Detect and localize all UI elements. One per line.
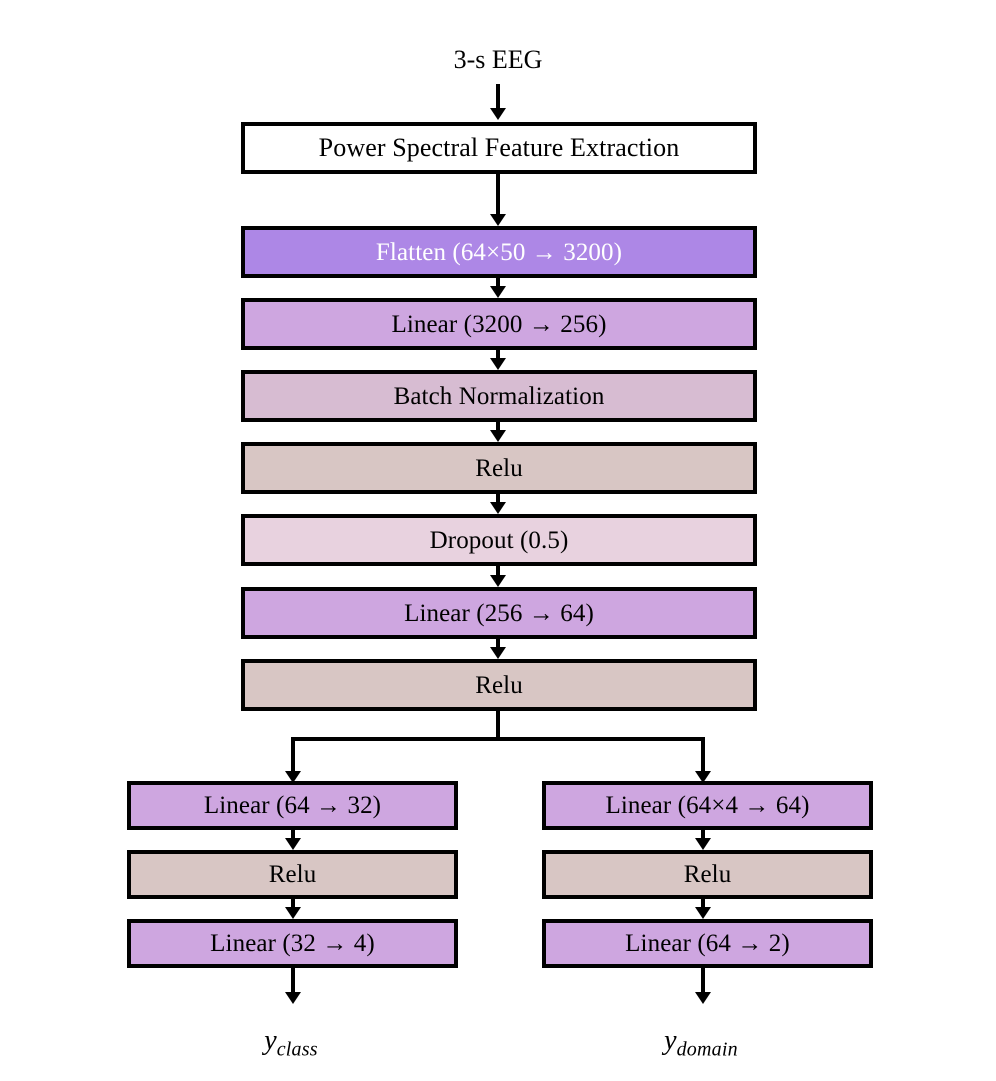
connector-split-stem (496, 711, 500, 739)
node-label: Power Spectral Feature Extraction (318, 133, 680, 162)
connector-linear1-to-batchnorm (496, 350, 500, 362)
output-label-y-class: yclass (191, 1027, 391, 1060)
node-dropout: Dropout (0.5) (241, 514, 757, 566)
connector-flatten-to-linear1 (496, 278, 500, 290)
arrowhead-linear1-to-batchnorm (490, 358, 506, 370)
node-relu-1: Relu (241, 442, 757, 494)
arrowhead-input-to-psd (490, 108, 506, 120)
output-subscript: domain (676, 1038, 738, 1061)
node-label: Linear (64 → 2) (625, 930, 790, 957)
node-right-linear-64-2: Linear (64 → 2) (542, 919, 873, 968)
arrowhead-split-right (695, 771, 711, 783)
output-label-y-domain: ydomain (601, 1027, 801, 1060)
connector-relu1-to-dropout (496, 494, 500, 506)
node-linear-3200-256: Linear (3200 → 256) (241, 298, 757, 350)
connector-psd-to-flatten (496, 174, 500, 216)
output-base-symbol: y (664, 1025, 677, 1056)
arrowhead-left-linear1-to-relu (285, 838, 301, 850)
connector-linear2-to-relu2 (496, 639, 500, 651)
node-flatten: Flatten (64×50 → 3200) (241, 226, 757, 278)
node-right-linear-64x4-64: Linear (64×4 → 64) (542, 781, 873, 830)
connector-input-to-psd (496, 84, 500, 110)
arrowhead-right-relu-to-linear2 (695, 907, 711, 919)
output-base-symbol: y (264, 1025, 277, 1056)
node-power-spectral-feature-extraction: Power Spectral Feature Extraction (241, 122, 757, 174)
connector-left-relu-to-linear2 (291, 899, 295, 911)
arrowhead-left-output (285, 992, 301, 1004)
node-label: Flatten (64×50 → 3200) (375, 238, 623, 266)
arrowhead-right-linear1-to-relu (695, 838, 711, 850)
node-label: Relu (268, 861, 317, 888)
connector-split-left-drop (291, 737, 295, 775)
connector-left-linear1-to-relu (291, 830, 295, 842)
node-label: Linear (64 → 32) (203, 792, 382, 819)
node-label: Relu (475, 671, 523, 699)
arrowhead-relu1-to-dropout (490, 502, 506, 514)
node-label: Dropout (0.5) (429, 526, 569, 554)
connector-split-right-drop (701, 737, 705, 775)
connector-batchnorm-to-relu1 (496, 422, 500, 434)
node-batch-normalization: Batch Normalization (241, 370, 757, 422)
node-right-relu: Relu (542, 850, 873, 899)
input-signal-label: 3-s EEG (453, 45, 543, 74)
node-label: Linear (32 → 4) (210, 930, 375, 957)
node-relu-2: Relu (241, 659, 757, 711)
node-linear-256-64: Linear (256 → 64) (241, 587, 757, 639)
output-subscript: class (276, 1038, 318, 1061)
arrowhead-split-left (285, 771, 301, 783)
connector-right-linear1-to-relu (701, 830, 705, 842)
arrowhead-right-output (695, 992, 711, 1004)
node-label: Linear (256 → 64) (404, 599, 594, 627)
arrowhead-dropout-to-linear2 (490, 575, 506, 587)
node-label: Linear (3200 → 256) (391, 310, 607, 338)
node-label: Linear (64×4 → 64) (605, 792, 810, 819)
connector-split-bar (291, 737, 705, 741)
arrowhead-linear2-to-relu2 (490, 647, 506, 659)
arrowhead-flatten-to-linear1 (490, 286, 506, 298)
connector-left-output (291, 968, 295, 994)
node-label: Relu (475, 454, 523, 482)
node-left-linear-32-4: Linear (32 → 4) (127, 919, 458, 968)
node-label: Batch Normalization (393, 382, 605, 410)
arrowhead-psd-to-flatten (490, 214, 506, 226)
node-left-linear-64-32: Linear (64 → 32) (127, 781, 458, 830)
connector-dropout-to-linear2 (496, 566, 500, 579)
connector-right-relu-to-linear2 (701, 899, 705, 911)
arrowhead-left-relu-to-linear2 (285, 907, 301, 919)
connector-right-output (701, 968, 705, 994)
arrowhead-batchnorm-to-relu1 (490, 430, 506, 442)
node-label: Relu (683, 861, 732, 888)
node-left-relu: Relu (127, 850, 458, 899)
